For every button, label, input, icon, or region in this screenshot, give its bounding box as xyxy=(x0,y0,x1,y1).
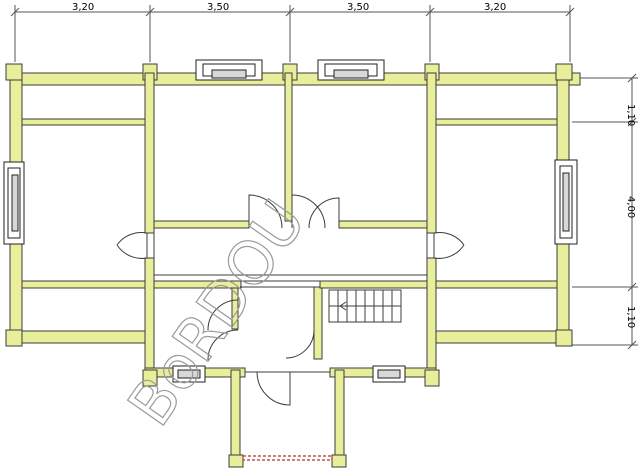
door-swings xyxy=(116,194,465,406)
dimension-right-2: 4,00 xyxy=(625,196,636,218)
dimension-right-1: 1,10 xyxy=(625,104,636,126)
window-bottom-left xyxy=(172,365,206,383)
dimension-top-2: 3,50 xyxy=(207,2,229,13)
top-dimension-chain xyxy=(10,5,575,62)
porch-threshold xyxy=(242,455,333,461)
window-bottom-right xyxy=(372,365,406,383)
dimension-top-3: 3,50 xyxy=(347,2,369,13)
hall-outline xyxy=(153,233,428,373)
window-left xyxy=(3,161,25,245)
window-right xyxy=(554,159,578,245)
dimension-right-3: 1,10 xyxy=(625,306,636,328)
right-dimension-chain xyxy=(572,73,638,350)
dimension-top-4: 3,20 xyxy=(484,2,506,13)
window-top-right xyxy=(317,59,385,81)
dimension-top-1: 3,20 xyxy=(72,2,94,13)
window-top-left xyxy=(195,59,263,81)
staircase xyxy=(328,289,402,323)
